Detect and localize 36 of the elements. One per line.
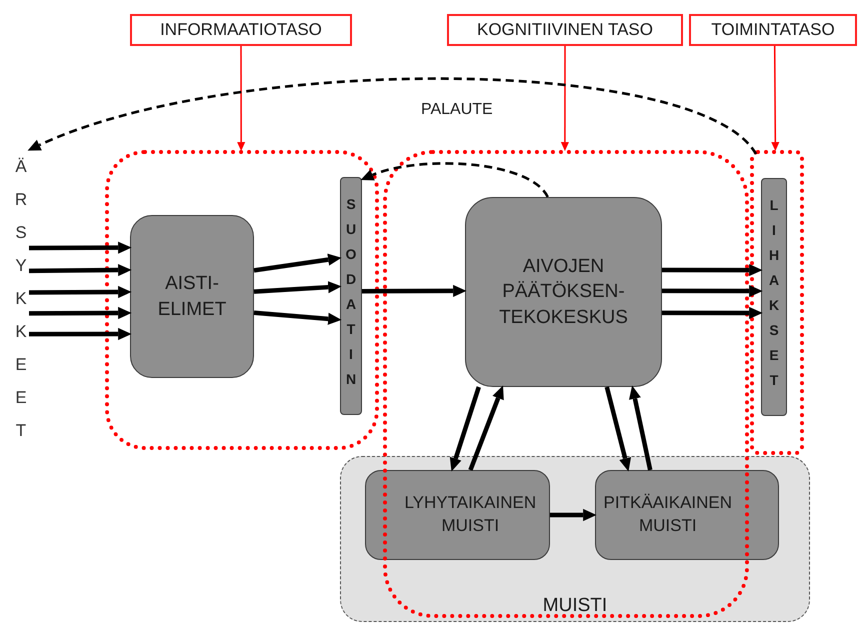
- level-label: INFORMAATIOTASO: [130, 14, 352, 46]
- arrow: [362, 284, 467, 297]
- dashed-arrow: [360, 162, 549, 198]
- arrow: [604, 386, 632, 472]
- process-box: PITKÄAIKAINEN MUISTI: [594, 470, 779, 560]
- arrow: [629, 385, 652, 470]
- process-box: AISTI- ELIMET: [130, 215, 254, 378]
- memory-group: [340, 456, 810, 622]
- leader-arrow: [560, 46, 569, 152]
- level-label: TOIMINTATASO: [689, 14, 857, 46]
- arrow: [29, 242, 132, 254]
- arrow: [254, 281, 342, 294]
- arrow: [468, 386, 504, 471]
- process-box: AIVOJEN PÄÄTÖKSEN- TEKOKESKUS: [465, 197, 662, 387]
- arrow: [29, 328, 132, 340]
- leader-arrow: [771, 46, 780, 152]
- dotted-region: [105, 150, 379, 450]
- dashed-arrow: [27, 77, 757, 155]
- arrow: [254, 310, 342, 325]
- group-title: MUISTI: [542, 595, 608, 617]
- arrow: [29, 306, 132, 320]
- arrow: [28, 286, 132, 298]
- vertical-label: ÄRSYKKEET: [13, 150, 29, 447]
- arrow: [254, 254, 342, 273]
- dotted-region: [750, 150, 804, 455]
- arrow: [662, 264, 763, 276]
- arrow: [28, 264, 132, 276]
- arrow: [662, 306, 763, 320]
- arrow: [450, 386, 481, 472]
- vertical-bar: SUODATIN: [340, 177, 362, 415]
- leader-arrow: [237, 46, 246, 152]
- arrow: [550, 508, 597, 522]
- process-box: LYHYTAIKAINEN MUISTI: [364, 470, 550, 560]
- level-label: KOGNITIIVINEN TASO: [447, 14, 683, 46]
- vertical-bar: LIHAKSET: [761, 178, 787, 416]
- arrow: [662, 284, 763, 298]
